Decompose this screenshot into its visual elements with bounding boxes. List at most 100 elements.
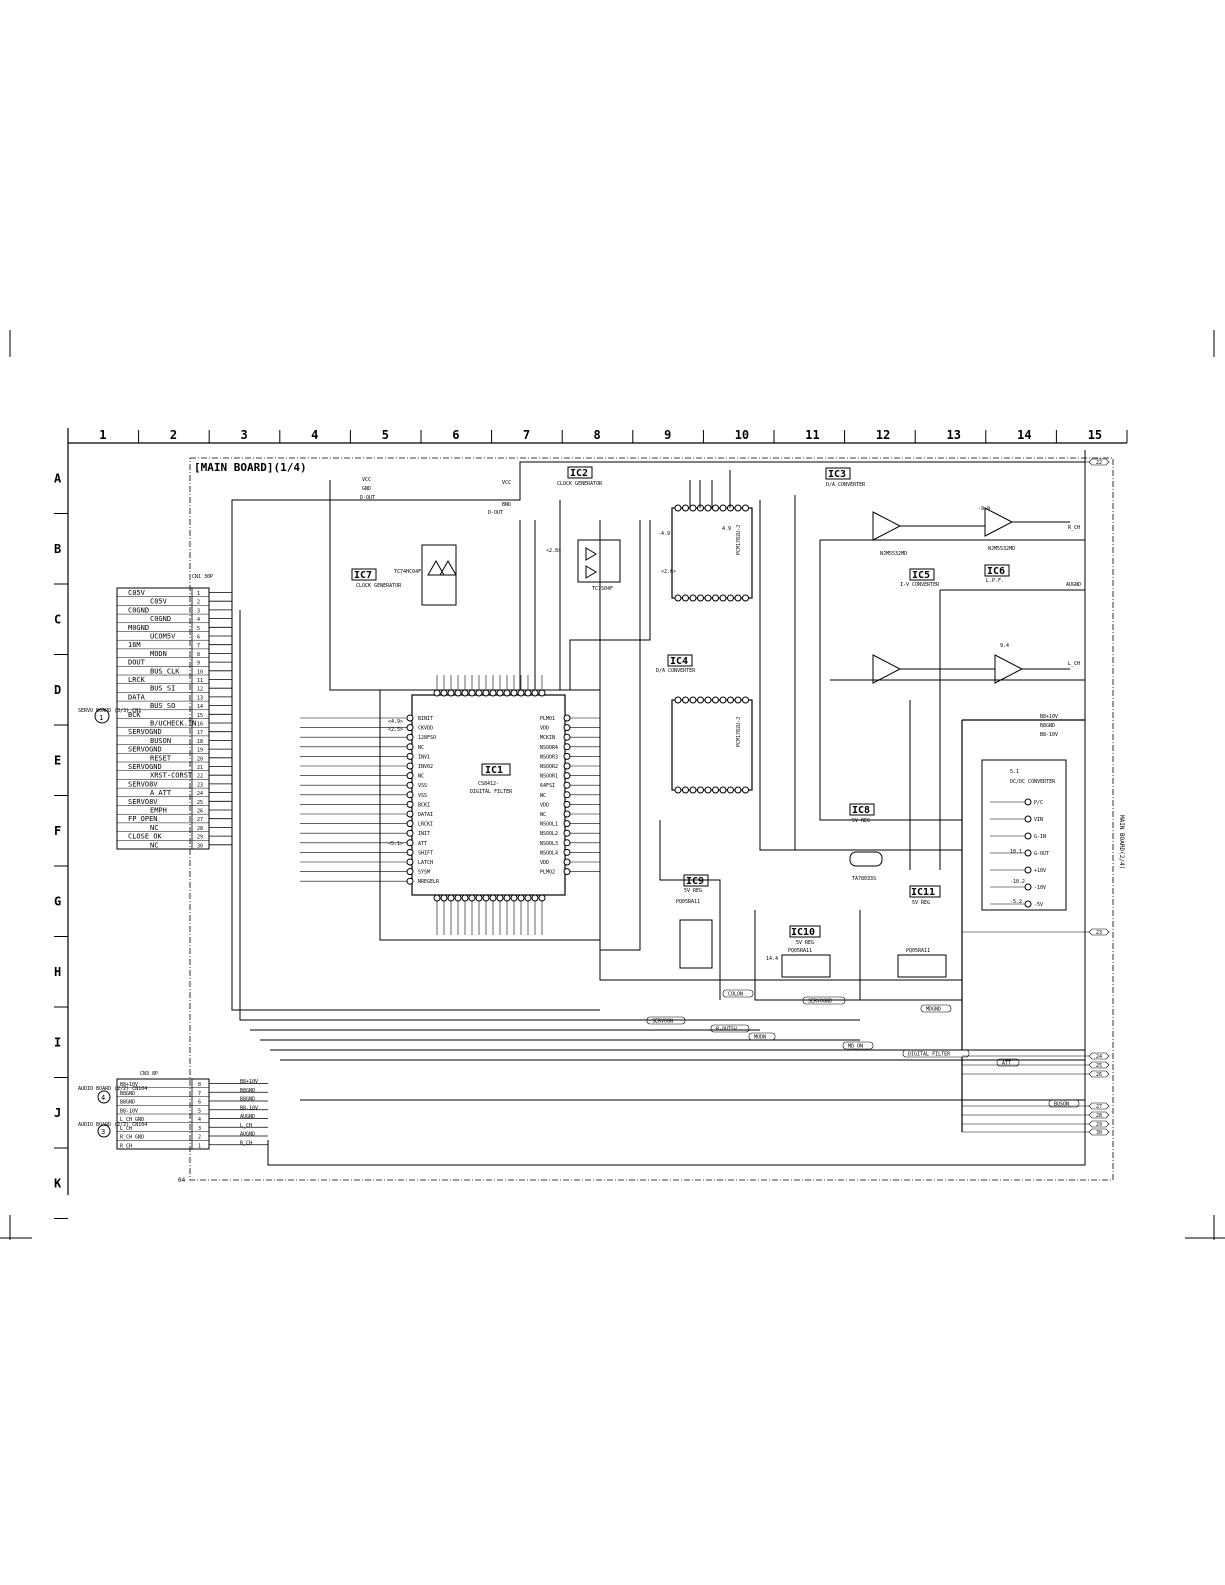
ic1-left-pin [406, 743, 414, 751]
voltage-value: <4.9> [388, 719, 403, 725]
column-label-8: 8 [594, 428, 601, 442]
voltage-value: <2.8> [546, 548, 561, 554]
cn1-pin-number: 24 [197, 791, 203, 797]
ic1-right-pin-name: MCKIN [540, 735, 555, 741]
cn3-pin-name: R_CH GND [120, 1135, 144, 1141]
column-label-5: 5 [382, 428, 389, 442]
cn3-out-label: B8GND [240, 1088, 255, 1094]
cn3-pin-number: 4 [198, 1117, 201, 1123]
cn1-pin-number: 15 [197, 713, 203, 719]
rail-2: B8GND [1040, 723, 1055, 729]
ic11-label: IC11 [911, 887, 935, 898]
ic1-right-pin [563, 791, 571, 799]
ic3-label: IC3 [828, 469, 846, 480]
ic1-right-pin-name: NSOOR2 [540, 764, 558, 770]
cn1-pin-number: 9 [197, 661, 200, 667]
page-ref-number: 26 [1096, 1072, 1102, 1078]
wire [231, 461, 1085, 590]
dac-pin [712, 786, 719, 794]
cn1-pin-name: BUS_SO [150, 702, 175, 710]
dac-pin [719, 696, 727, 704]
cn3-pin-name: B8GND [120, 1091, 135, 1097]
wire [819, 540, 962, 821]
column-label-7: 7 [523, 428, 530, 442]
wire [659, 820, 721, 1000]
cn1-pin-number: 11 [197, 678, 203, 684]
cn3-pin-number: 3 [198, 1126, 201, 1132]
ic1-left-pin [406, 714, 414, 722]
ic1-left-pin [406, 829, 414, 837]
ic1-top-pin [538, 689, 546, 697]
row-label-C: C [54, 612, 61, 626]
ic1-bottom-pin [524, 894, 532, 902]
cn1-pin-number: 17 [197, 730, 203, 736]
page-ref-number: 23 [1096, 930, 1102, 936]
voltage-annotations: -9.99.4-4.94.914.45.1-5.210.1-10.2<4.9><… [388, 506, 1025, 962]
ic1-right-pin [563, 743, 571, 751]
row-label-E: E [54, 753, 61, 767]
dcdc-pin-name: VIN [1034, 817, 1043, 823]
ic10-func: 5V REG [796, 940, 814, 946]
cn1-pin-name: SERVOGND [128, 763, 162, 771]
ic1-right-pin-name: VDD [540, 726, 549, 732]
net-dout: D-OUT [360, 495, 375, 501]
ic1-top-pin [517, 689, 525, 697]
ic11-func: 5V REG [912, 900, 930, 906]
cn3-pin-name: L_CH GND [120, 1117, 144, 1123]
cn1-pin-name: BUS_SI [150, 685, 175, 693]
column-label-13: 13 [947, 428, 961, 442]
dcdc-pin-name: -5V [1034, 902, 1043, 908]
ic9-func: 5V REG [684, 888, 702, 894]
ic1-left-pin-name: ATT [418, 841, 427, 847]
column-label-14: 14 [1017, 428, 1031, 442]
cn1-pin-number: 18 [197, 739, 203, 745]
cn1-pin-number: 16 [197, 722, 203, 728]
dac-pin [704, 696, 712, 704]
cn1-pin-name: M0GND [128, 624, 149, 632]
dac-pin [734, 696, 742, 704]
cn1-pin-name: C05V [128, 589, 146, 597]
cn1-pin-number: 13 [197, 695, 203, 701]
ic1-top-pin [489, 689, 497, 697]
cn1-pin-number: 27 [197, 817, 203, 823]
cn3-out-label: B8+10V [240, 1079, 258, 1085]
row-label-H: H [54, 965, 61, 979]
ic1-left-pin-name: VSS [418, 783, 427, 789]
ic1-bottom-pin [440, 894, 448, 902]
cn1-pin-number: 1 [197, 591, 200, 597]
ic1-top-pin [454, 689, 462, 697]
cn1-pin-number: 30 [197, 843, 203, 849]
column-label-15: 15 [1088, 428, 1102, 442]
ic1-right-pin [563, 820, 571, 828]
ic1-left-pin-name: DATAI [418, 812, 433, 818]
dac-pin [689, 786, 697, 794]
dcdc-pin [1024, 798, 1032, 806]
wire [569, 520, 651, 690]
ic1-top-pin [447, 689, 455, 697]
cn3-pin-name: B8GND [120, 1100, 135, 1106]
cn1-pin-name: EMPH [150, 807, 167, 815]
dac-pin [674, 786, 682, 794]
ic1-right-pin-name: VDD [540, 802, 549, 808]
ic1-bottom-pin [496, 894, 504, 902]
cn1-pin-name: MODN [150, 650, 167, 658]
ic1-right-pin [563, 772, 571, 780]
ic1-left-pin-name: LRCKI [418, 822, 433, 828]
dac-pin [742, 696, 749, 704]
ic5-iv-converter: IC5 I-V CONVERTER NJM5532MD [872, 511, 940, 684]
voltage-value: -10.2 [1010, 879, 1025, 885]
cn3-pin-name: L_CH [120, 1126, 132, 1132]
ic1-left-pin [406, 800, 414, 808]
row-label-G: G [54, 894, 61, 908]
dac-pin [704, 504, 712, 512]
ic1-top-pin [433, 689, 441, 697]
ic1-top-pin [475, 689, 483, 697]
ic1-top-pin [468, 689, 476, 697]
ic1-right-pin-name: NSOOR3 [540, 754, 558, 760]
wire [239, 610, 860, 1021]
voltage-value: -4.9 [658, 531, 670, 537]
cn1-pin-number: 2 [197, 600, 200, 606]
ic7-label: IC7 [354, 570, 372, 581]
row-label-F: F [54, 824, 61, 838]
